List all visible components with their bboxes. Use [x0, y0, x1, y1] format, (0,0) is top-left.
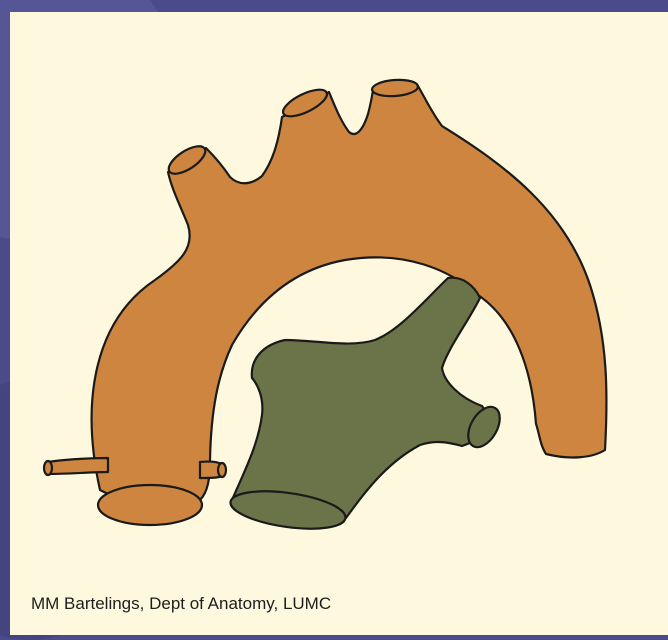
right-coronary-opening: [218, 463, 226, 477]
image-credit: MM Bartelings, Dept of Anatomy, LUMC: [31, 594, 331, 614]
left-coronary-stub: [44, 458, 108, 474]
left-coronary-opening: [44, 461, 52, 475]
aortic-root-opening: [98, 485, 202, 525]
pulmonary-trunk: [232, 278, 497, 519]
